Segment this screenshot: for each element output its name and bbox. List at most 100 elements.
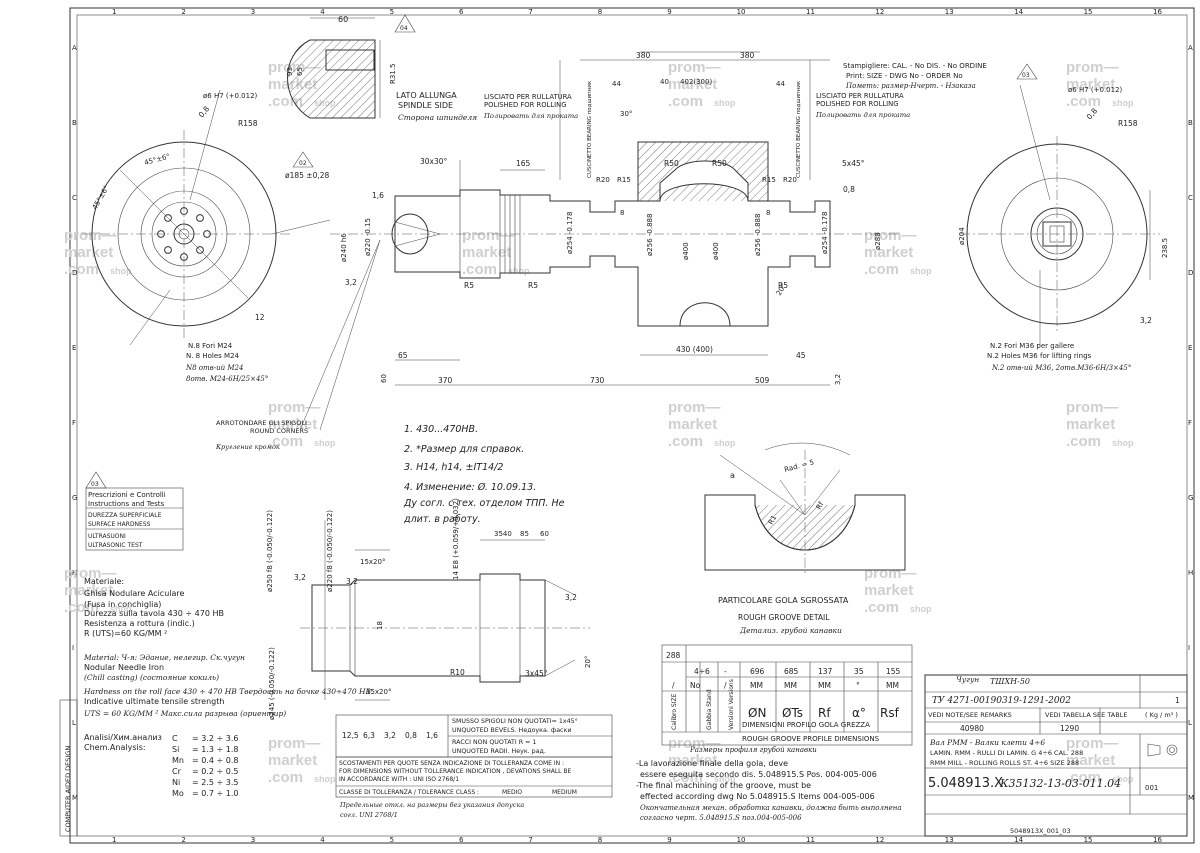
inspection-table	[85, 471, 184, 551]
groove-rf: Rf	[815, 500, 826, 511]
right-d204: ø204	[958, 227, 966, 245]
dim-d400b: ø400	[712, 242, 720, 260]
dim-d254b: ø254 -0.178	[821, 212, 829, 254]
tol-hw2: согл. UNI 2768/1	[340, 811, 398, 819]
tb-notes: VEDI NOTE/SEE REMARKS	[928, 711, 1012, 719]
dim-30deg: 30°	[620, 110, 632, 118]
watermark-l1: prom—	[668, 399, 721, 416]
groove-title-ru: Детализ. грубой канавки	[739, 626, 842, 635]
border-col-bottom-15: 15	[1084, 836, 1093, 844]
watermark-l1: prom—	[1066, 735, 1119, 752]
border-row-right-A: A	[1188, 44, 1193, 52]
border-row-right-D: D	[1188, 269, 1193, 277]
chem-element: Mo	[172, 789, 184, 798]
left-45b: 45°±6°	[91, 184, 111, 211]
dim-65: 65	[296, 67, 304, 76]
border-row-B: B	[72, 119, 77, 127]
right-note1: N.2 Fori M36 per gallere	[990, 342, 1074, 350]
left-r158: R158	[238, 119, 258, 128]
dim-r20a: R20	[596, 176, 610, 184]
polish-l-en: POLISHED FOR ROLLING	[484, 101, 567, 109]
dim-r315: R31.5	[389, 64, 397, 84]
finish-r4: UNQUOTED RADII. Неук. рад.	[452, 748, 546, 755]
mnote-6: согласно черт. 5.048915.S поз.004-005-00…	[640, 814, 802, 822]
chem-element: Ni	[172, 778, 180, 787]
note-2: 2. *Размер для справок.	[404, 444, 524, 455]
finish-value: 12,5	[342, 731, 359, 740]
border-col-bottom-14: 14	[1014, 836, 1023, 844]
border-row-right-B: B	[1188, 119, 1193, 127]
watermark-l3: .com	[668, 93, 703, 110]
border-col-bottom-1: 1	[112, 836, 116, 844]
watermark-l3: .com	[864, 599, 899, 616]
tb-sheet: 001	[1145, 784, 1158, 792]
material-line: (Fusa in conchiglia)	[84, 600, 161, 609]
detail-60: 60	[540, 530, 549, 538]
detail-15x20b: 15x20°	[366, 688, 391, 696]
right-callout-03: 03	[1022, 72, 1030, 79]
profile-unit: MM	[750, 681, 763, 690]
watermark-l1: prom—	[64, 227, 117, 244]
watermark-l2: market	[268, 752, 317, 769]
chem-element: Mn	[172, 756, 184, 765]
border-col-16: 16	[1153, 8, 1162, 16]
border-row-I: I	[72, 644, 74, 652]
dim-r5c: R5	[778, 281, 788, 290]
border-col-bottom-4: 4	[320, 836, 325, 844]
border-col-5: 5	[390, 8, 394, 16]
border-col-bottom-8: 8	[598, 836, 602, 844]
right-238: 238.5	[1161, 238, 1169, 258]
tol-line2: FOR DIMENSIONS WITHOUT TOLLERANCE INDICA…	[339, 768, 572, 775]
dim-430: 430 (400)	[676, 345, 713, 354]
dim-d256a: ø256 -0.888	[646, 214, 654, 256]
right-32: 3,2	[1140, 316, 1152, 325]
finish-value: 0,8	[405, 731, 417, 740]
watermark-l2: market	[1066, 752, 1115, 769]
polish-r-it: LISCIATO PER RULLATURA	[816, 92, 904, 100]
border-row-right-L: L	[1188, 719, 1192, 727]
chem-element: Cr	[172, 767, 182, 776]
dim-93: 93	[286, 67, 294, 76]
tb-drawing-no: 5.048913.X	[928, 776, 1003, 791]
groove-rad: Rad. = 5	[783, 458, 814, 474]
tb-weight: 40980	[960, 724, 984, 733]
watermark-suffix: shop	[314, 438, 336, 448]
tb-desc3: RMM MILL - ROLLING ROLLS ST. 4÷6 SIZE 28…	[930, 759, 1079, 767]
profile-h-on: ØN	[748, 706, 766, 720]
profile-unit: MM	[784, 681, 797, 690]
dim-d288: ø288	[874, 232, 882, 250]
groove-alpha: a	[730, 471, 735, 480]
watermark-l1: prom—	[864, 565, 917, 582]
profile-value: 696	[750, 667, 765, 676]
inspect-r5: ULTRASUONI	[88, 533, 126, 540]
dim-d256b: ø256 -0.888	[754, 214, 762, 256]
profile-h-alpha: α°	[852, 706, 866, 720]
left-note1: N.8 Fori M24	[188, 342, 233, 350]
border-col-13: 13	[945, 8, 954, 16]
material-line: R (UTS)=60 KG/MM ²	[84, 629, 167, 638]
watermark-l2: market	[864, 244, 913, 261]
border-row-M: M	[72, 794, 78, 802]
border-row-H: H	[72, 569, 77, 577]
border-row-right-H: H	[1188, 569, 1193, 577]
border-col-15: 15	[1084, 8, 1093, 16]
left-hole-tol: ø6 H7 (+0.012)	[203, 92, 258, 100]
dim-8b: 8	[766, 209, 770, 217]
watermark-l3: .com	[864, 261, 899, 278]
profile-value: -	[724, 667, 727, 676]
lato-ru: Сторона шпинделя	[398, 113, 477, 122]
tb-notes-ref: VEDI TABELLA SEE TABLE	[1045, 711, 1127, 719]
profile-unit: MM	[886, 681, 899, 690]
tb-material-hw: Чугун	[956, 675, 979, 684]
watermark-l2: market	[462, 244, 511, 261]
dim-r15b: R15	[762, 176, 776, 184]
watermark-l1: prom—	[668, 735, 721, 752]
material-line: Resistenza a rottura (indic.)	[84, 619, 195, 628]
dim-730: 730	[590, 376, 605, 385]
watermark-suffix: shop	[714, 98, 736, 108]
machining-notes: -La lavorazione finale della gola, deve …	[636, 759, 902, 822]
material-line: Materiale:	[84, 577, 124, 586]
watermark-l2: market	[864, 582, 913, 599]
analysis-label: Analisi/Хим.анализ	[84, 733, 162, 742]
